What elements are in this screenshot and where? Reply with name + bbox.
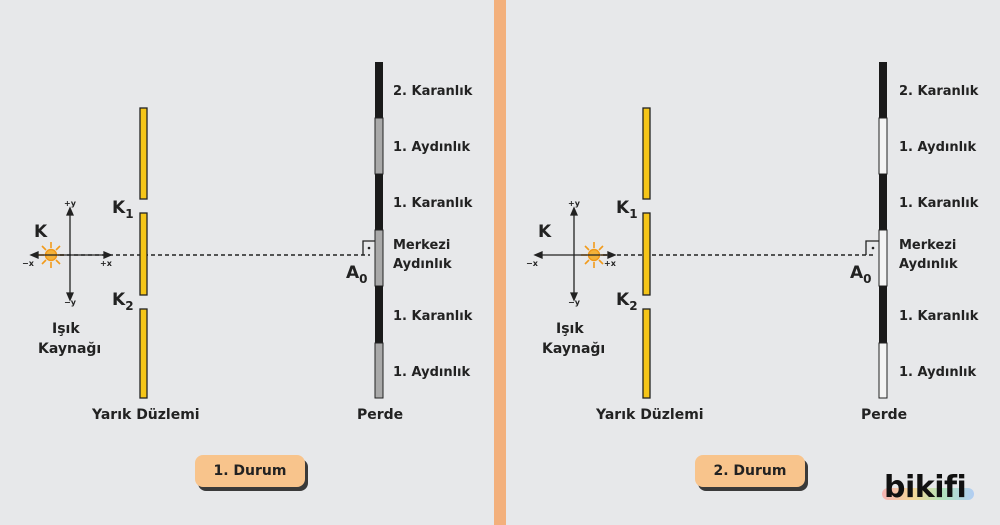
coordinate-axes [533,206,617,302]
source-label: K [34,222,48,242]
fringe-label: 1. Aydınlık [899,140,977,155]
source-label: K [538,222,552,242]
slit-barrier-top [139,107,148,200]
slit-k1-label: K1 [112,198,134,221]
fringe-dark [375,286,383,343]
slit-barrier-top [642,107,651,200]
fringe-bright [878,229,888,287]
case-1-button[interactable]: 1. Durum [195,455,305,487]
fringe-label: 1. Karanlık [899,196,979,211]
fringe-dark [375,174,383,230]
screen-label: Perde [357,407,403,423]
panel-divider [494,0,506,525]
fringe-bright [374,229,384,287]
slit-barrier-middle [139,212,148,296]
fringe-label: 1. Aydınlık [393,140,471,155]
source-caption-line1: Işık [52,321,80,337]
fringe-label: 1. Aydınlık [393,365,471,380]
fringe-bright [374,342,384,399]
slit-plane-label: Yarık Düzlemi [91,407,200,423]
slit-k2-label: K2 [616,290,638,313]
axis-label-minus-y: −y [64,298,77,307]
axis-label-minus-x: −x [526,259,539,268]
slit-k2-label: K2 [112,290,134,313]
fringe-dark [879,174,887,230]
source-caption-line1: Işık [556,321,584,337]
axis-label-plus-x: +x [100,259,113,268]
fringe-label: 2. Karanlık [899,84,979,99]
slit-barrier-bottom [642,308,651,399]
fringe-bright [374,117,384,175]
fringe-label: Merkezi [899,238,956,253]
right-angle-marker [362,240,375,255]
slit-barrier-bottom [139,308,148,399]
fringe-bright [878,117,888,175]
fringe-dark [375,62,383,118]
axis-label-plus-x: +x [604,259,617,268]
fringe-dark [879,62,887,118]
fringe-label: 1. Karanlık [899,309,979,324]
fringe-label: 1. Karanlık [393,196,473,211]
right-angle-marker [865,240,879,255]
slit-plane-label: Yarık Düzlemi [595,407,704,423]
screen-fringes [374,62,384,399]
point-a0-label: A0 [346,263,368,286]
axis-label-plus-y: +y [568,199,581,208]
fringe-label: Aydınlık [393,257,452,272]
fringe-bright [878,342,888,399]
point-a0-label: A0 [850,263,872,286]
source-caption-line2: Kaynağı [38,341,101,357]
brand-logo: bikifi [884,470,967,505]
logo-underline [882,488,974,500]
fringe-label: Aydınlık [899,257,958,272]
fringe-dark [879,286,887,343]
panel-1: K +y −y −x +x Işık Kaynağı K1 K2 [22,62,473,423]
fringe-label: 1. Karanlık [393,309,473,324]
slit-k1-label: K1 [616,198,638,221]
fringe-label: 1. Aydınlık [899,365,977,380]
slit-barrier-middle [642,212,651,296]
case-2-button[interactable]: 2. Durum [695,455,805,487]
fringe-label: Merkezi [393,238,450,253]
panel-2: K +y −y −x +x Işık Kaynağı K1 K2 Yarık D… [526,62,979,423]
axis-label-minus-y: −y [568,298,581,307]
fringe-label: 2. Karanlık [393,84,473,99]
screen-label: Perde [861,407,907,423]
axis-label-minus-x: −x [22,259,35,268]
axis-label-plus-y: +y [64,199,77,208]
screen-fringes [878,62,888,399]
source-caption-line2: Kaynağı [542,341,605,357]
